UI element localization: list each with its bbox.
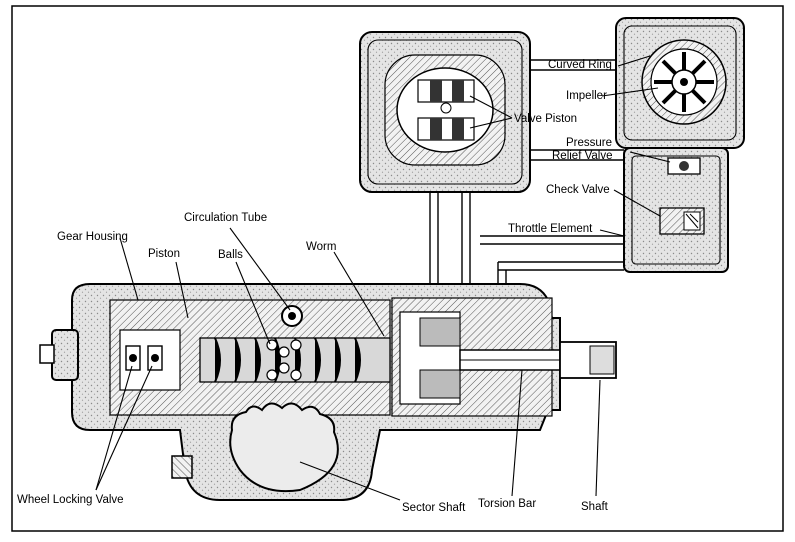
label-pressure-relief-2: Relief Valve [552, 150, 613, 162]
ball-bearings [266, 339, 302, 381]
label-worm: Worm [306, 241, 336, 253]
leader-lines [95, 55, 671, 501]
diagram-border [11, 5, 784, 532]
relief-check-valve-block [623, 147, 729, 273]
label-pressure-relief-1: Pressure [566, 137, 612, 149]
label-check-valve: Check Valve [546, 184, 610, 196]
valve-piston-assembly [359, 31, 531, 193]
label-wheel-locking-valve: Wheel Locking Valve [17, 494, 124, 506]
gear-housing-body [39, 283, 617, 501]
label-sector-shaft: Sector Shaft [402, 502, 466, 514]
sector-shaft-shape [229, 402, 339, 493]
label-throttle-element: Throttle Element [508, 223, 593, 235]
label-torsion-bar: Torsion Bar [478, 498, 536, 510]
label-impeller: Impeller [566, 90, 607, 102]
label-circulation-tube: Circulation Tube [184, 212, 267, 224]
hydraulic-lines [429, 59, 624, 300]
pump-assembly [615, 17, 745, 149]
label-shaft: Shaft [581, 501, 609, 513]
label-valve-piston: Valve Piston [514, 113, 577, 125]
label-gear-housing: Gear Housing [57, 231, 128, 243]
label-curved-ring: Curved Ring [548, 59, 612, 71]
label-balls: Balls [218, 249, 243, 261]
label-piston: Piston [148, 248, 180, 260]
